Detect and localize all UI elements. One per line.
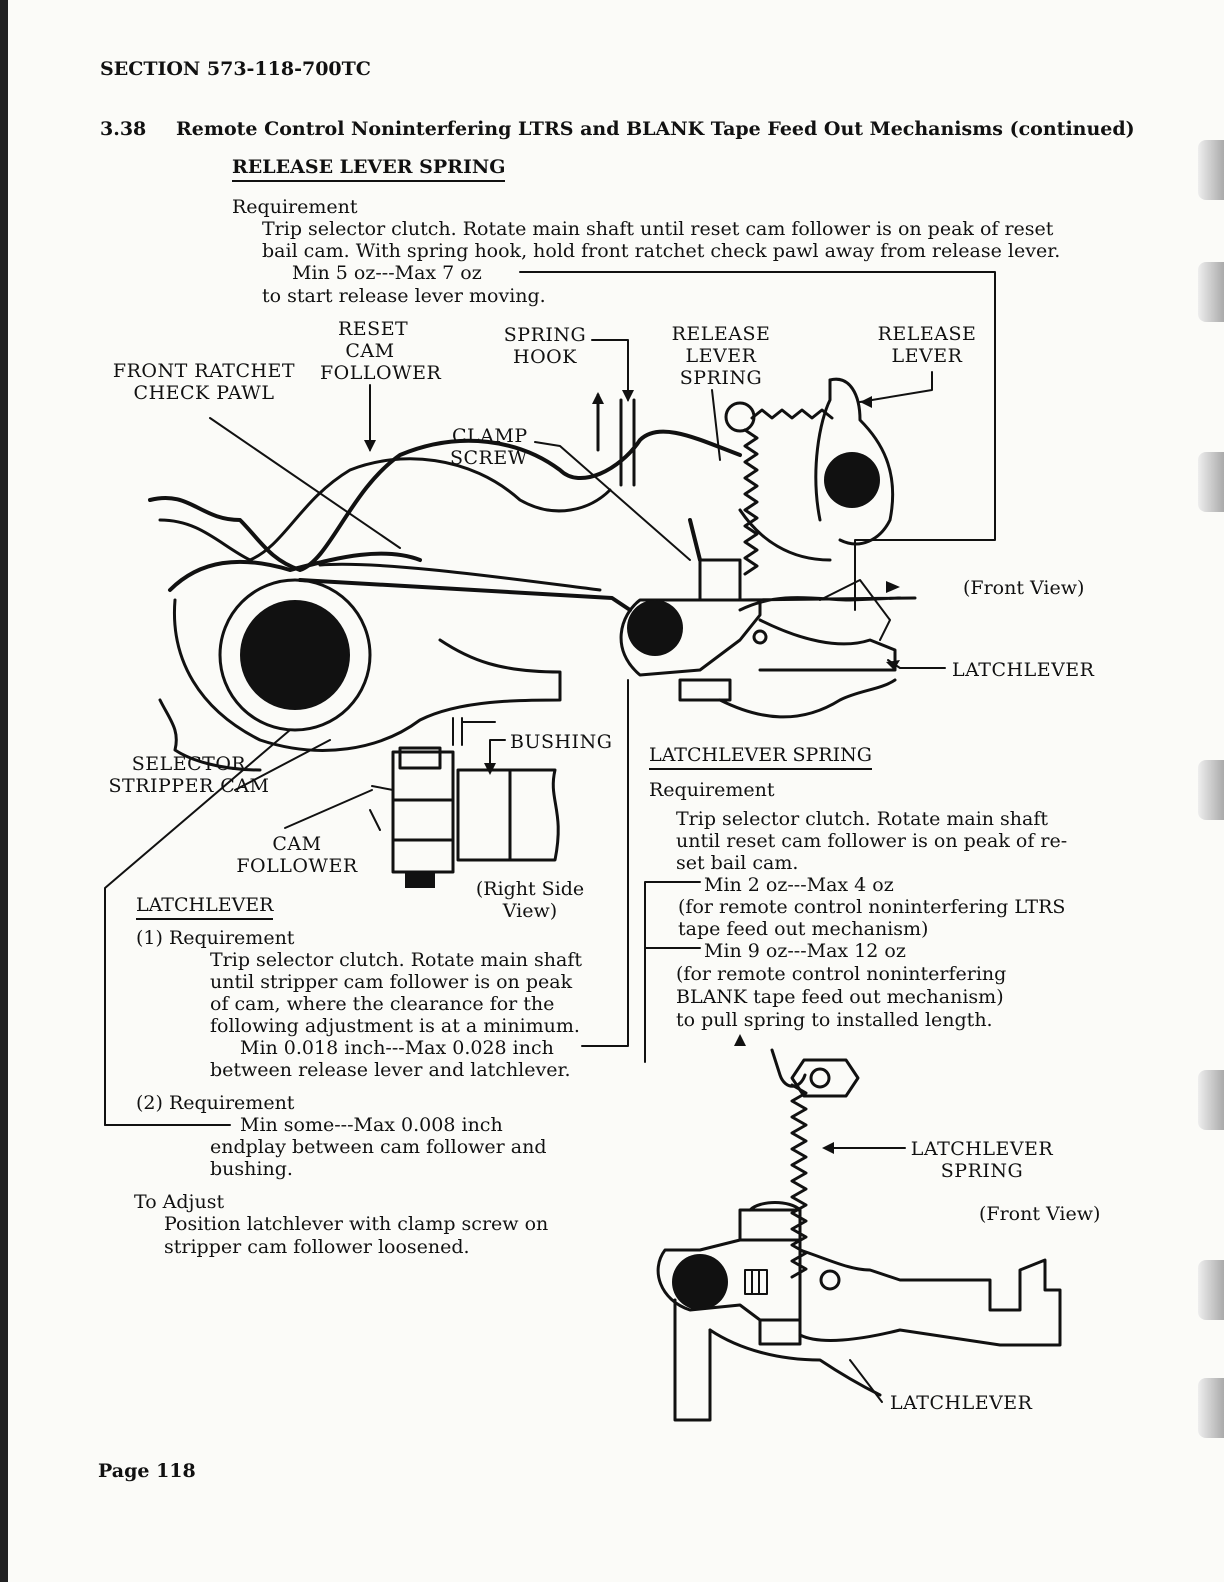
- right-side-view-caption: (Right Side: [475, 878, 585, 900]
- paragraph-number: 3.38: [100, 118, 147, 140]
- release-lever-spring-coil: [750, 408, 834, 420]
- selector-stripper-cam: [218, 578, 372, 732]
- scan-hole-mark: [1198, 452, 1224, 512]
- leader-line: [859, 371, 933, 403]
- leader-line: [234, 739, 331, 791]
- reset-cam-follower-label: CAM: [345, 340, 395, 362]
- scan-hole-mark: [1198, 1070, 1224, 1130]
- clamp-screw-label: SCREW: [450, 447, 528, 469]
- requirement-text: BLANK tape feed out mechanism): [676, 986, 1004, 1008]
- release-lever-spring-coil: [743, 428, 759, 576]
- requirement-1-label: (1) Requirement: [136, 927, 295, 949]
- front-ratchet-check-pawl-label: CHECK PAWL: [133, 382, 275, 404]
- requirement-label: Requirement: [232, 196, 358, 218]
- cam-follower-label: CAM: [272, 833, 322, 855]
- leader-line: [534, 441, 691, 561]
- requirement-text: Trip selector clutch. Rotate main shaft: [210, 949, 583, 971]
- reset-cam-follower-label: FOLLOWER: [320, 362, 442, 384]
- requirement-text: between release lever and latchlever.: [210, 1059, 571, 1081]
- requirement-text: Trip selector clutch. Rotate main shaft: [676, 808, 1049, 830]
- requirement-text: bushing.: [210, 1158, 293, 1180]
- lower-shaft-hub: [672, 1254, 728, 1310]
- leader-line: [644, 881, 701, 1063]
- front-view-caption: (Front View): [963, 577, 1085, 599]
- reset-cam-follower-label: RESET: [338, 318, 409, 340]
- bushing-label: BUSHING: [510, 731, 613, 753]
- front-view-mechanism: [148, 377, 917, 772]
- latchlever-front-view: [656, 1048, 1062, 1422]
- requirement-label: Requirement: [649, 779, 775, 801]
- spring-post: [724, 401, 756, 433]
- scan-hole-mark: [1198, 760, 1224, 820]
- requirement-text: (for remote control noninterfering LTRS: [678, 896, 1066, 918]
- latchlever-label: LATCHLEVER: [890, 1392, 1033, 1414]
- scan-hole-mark: [1198, 1260, 1224, 1320]
- right-side-view: [369, 717, 560, 888]
- release-lever-spring-label: RELEASE: [671, 323, 771, 345]
- spring-tension-value: Min 5 oz---Max 7 oz: [292, 262, 482, 284]
- latchlever-spring-coil: [790, 1083, 808, 1279]
- clearance-value: Min 0.018 inch---Max 0.028 inch: [240, 1037, 554, 1059]
- requirement-text: of cam, where the clearance for the: [210, 993, 555, 1015]
- leader-line: [104, 729, 291, 1126]
- release-lever-label: RELEASE: [877, 323, 977, 345]
- adjust-text: stripper cam follower loosened.: [164, 1236, 470, 1258]
- cam-follower-label: FOLLOWER: [236, 855, 358, 877]
- latchlever-spring-label: LATCHLEVER: [910, 1138, 1054, 1160]
- requirement-2-label: (2) Requirement: [136, 1092, 295, 1114]
- leader-line: [711, 389, 721, 461]
- requirement-text: (for remote control noninterfering: [676, 963, 1007, 985]
- section-number: SECTION 573-118-700TC: [100, 58, 371, 80]
- leader-line: [581, 679, 629, 1047]
- leader-line: [591, 339, 629, 401]
- requirement-text: to start release lever moving.: [262, 285, 546, 307]
- leader-line: [284, 789, 373, 829]
- page-number: Page 118: [98, 1460, 196, 1482]
- scan-hole-mark: [1198, 1378, 1224, 1438]
- requirement-text: following adjustment is at a minimum.: [210, 1015, 580, 1037]
- spring-hook-label: SPRING: [503, 324, 587, 346]
- scan-hole-mark: [1198, 262, 1224, 322]
- requirement-text: tape feed out mechanism): [678, 918, 929, 940]
- front-view-caption: (Front View): [979, 1203, 1101, 1225]
- shaft-hub: [627, 600, 683, 656]
- requirement-text: until reset cam follower is on peak of r…: [676, 830, 1068, 852]
- latchlever-spring-heading: LATCHLEVER SPRING: [649, 744, 872, 770]
- endplay-value: Min some---Max 0.008 inch: [240, 1114, 503, 1136]
- requirement-text: to pull spring to installed length.: [676, 1009, 993, 1031]
- requirement-text: Trip selector clutch. Rotate main shaft …: [262, 218, 1054, 240]
- page-binding-edge: [0, 0, 8, 1582]
- leader-line: [489, 739, 506, 773]
- adjust-text: Position latchlever with clamp screw on: [164, 1213, 549, 1235]
- spring-hook-label: HOOK: [513, 346, 577, 368]
- stripper-cam-hub: [240, 600, 350, 710]
- selector-stripper-cam-label: SELECTOR: [131, 753, 247, 775]
- requirement-text: bail cam. With spring hook, hold front r…: [262, 240, 1061, 262]
- leader-line: [519, 271, 996, 611]
- latchlever-label: LATCHLEVER: [952, 659, 1095, 681]
- latchlever-heading: LATCHLEVER: [136, 894, 274, 920]
- latchlever-spring-label: SPRING: [940, 1160, 1024, 1182]
- release-lever-spring-heading: RELEASE LEVER SPRING: [232, 156, 506, 182]
- requirement-text: endplay between cam follower and: [210, 1136, 547, 1158]
- spring-tension-value: Min 2 oz---Max 4 oz: [704, 874, 894, 896]
- scan-hole-mark: [1198, 140, 1224, 200]
- requirement-text: until stripper cam follower is on peak: [210, 971, 573, 993]
- right-side-view-caption: View): [502, 900, 558, 922]
- clamp-screw-label: CLAMP: [452, 425, 528, 447]
- requirement-text: set bail cam.: [676, 852, 799, 874]
- spring-tension-value: Min 9 oz---Max 12 oz: [704, 940, 906, 962]
- selector-stripper-cam-label: STRIPPER CAM: [108, 775, 270, 797]
- leader-line: [209, 417, 401, 549]
- paragraph-title: Remote Control Noninterfering LTRS and B…: [176, 118, 1135, 140]
- front-ratchet-check-pawl-label: FRONT RATCHET: [112, 360, 296, 382]
- release-lever-spring-label: SPRING: [679, 367, 763, 389]
- release-lever-label: LEVER: [891, 345, 963, 367]
- release-lever-pivot: [824, 452, 880, 508]
- release-lever-spring-label: LEVER: [685, 345, 757, 367]
- to-adjust-label: To Adjust: [134, 1191, 225, 1213]
